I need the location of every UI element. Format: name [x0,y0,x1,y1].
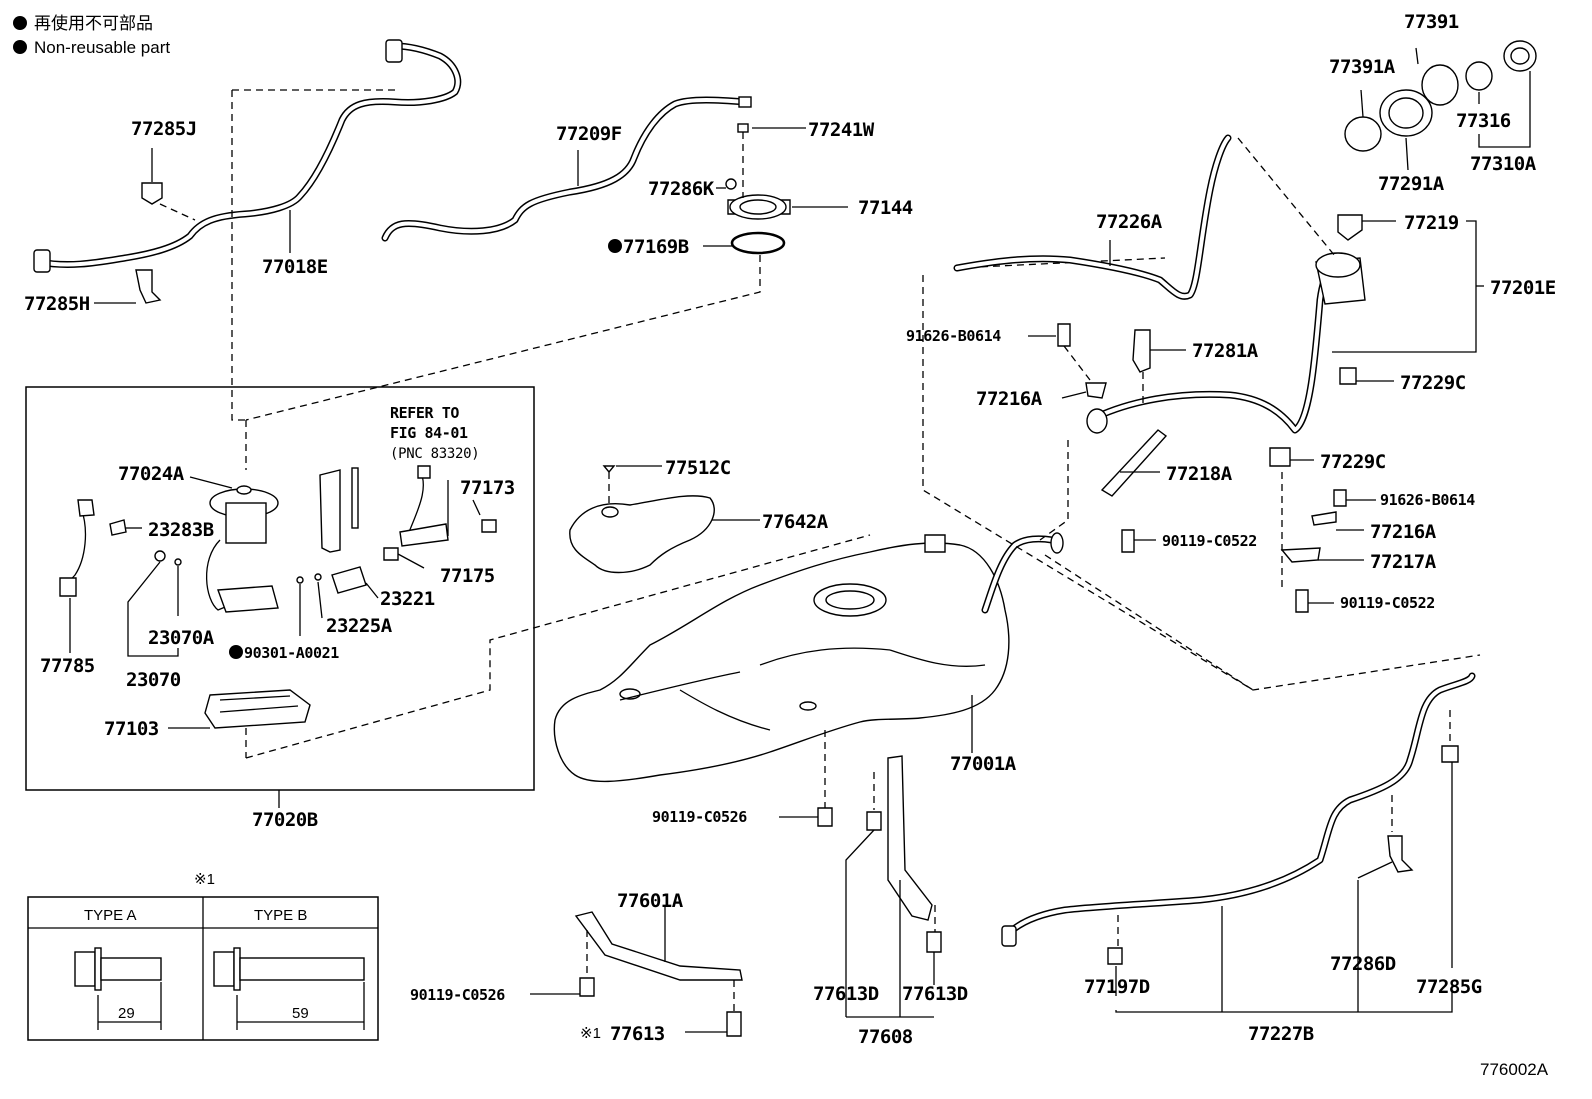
label-77285g: 77285G [1416,976,1482,998]
label-77229c-b: 77229C [1320,451,1386,473]
part-labels: 77391 77391A 77316 77310A 77291A 77285J … [24,11,1556,1079]
label-90301-a0021: 90301-A0021 [244,644,339,662]
label-23225a: 23225A [326,615,393,637]
table-header-type-a: TYPE A [84,907,137,924]
label-77020b: 77020B [252,809,318,831]
label-77024a: 77024A [118,463,185,485]
filler-pipe-assembly-drawing [953,134,1366,613]
non-reusable-bullet-icon [13,40,27,54]
dashed-guides-77144 [245,132,761,421]
label-77241w: 77241W [808,119,875,141]
dashed-guides-filler [1039,137,1336,590]
type-b-bolt-icon [213,947,365,1030]
protector-77642a-drawing [569,465,715,574]
dashed-guides-tank [922,257,1481,691]
non-reusable-bullet-icon [13,16,27,30]
label-77316: 77316 [1456,110,1511,132]
pump-module-assembly-box [25,386,535,791]
label-77613d-b: 77613D [902,983,968,1005]
straps-and-bolts-drawing [574,730,942,1037]
label-77601a: 77601A [617,890,684,912]
fuel-cap-group-drawing [1344,40,1537,152]
bolt-type-table: ※1 TYPE A TYPE B 29 59 [27,871,379,1041]
label-90119-c0526-a: 90119-C0526 [652,808,747,826]
label-77286d: 77286D [1330,953,1396,975]
label-90119-c0522-b: 90119-C0522 [1340,594,1435,612]
label-77608: 77608 [858,1026,913,1048]
label-77642a: 77642A [762,511,829,533]
fuel-hose-77018e-drawing [33,39,462,304]
label-77216a-b: 77216A [1370,521,1437,543]
label-77286k: 77286K [648,178,715,200]
legend: 再使用不可部品 Non-reusable part [13,13,170,57]
label-23070: 23070 [126,669,181,691]
pump-module-components [59,465,497,729]
label-77173: 77173 [460,477,515,499]
label-77216a-a: 77216A [976,388,1043,410]
dashed-guides-77227b [1117,710,1451,946]
label-77391a: 77391A [1329,56,1396,78]
label-77512c: 77512C [665,457,731,479]
label-91626-b0614-top: 91626-B0614 [906,327,1001,345]
label-77219: 77219 [1404,212,1459,234]
label-77103: 77103 [104,718,159,740]
label-77018e: 77018E [262,256,328,278]
label-77001a: 77001A [950,753,1017,775]
label-77785: 77785 [40,655,95,677]
legend-jp: 再使用不可部品 [34,13,153,33]
label-77226a: 77226A [1096,211,1163,233]
label-77310a: 77310A [1470,153,1537,175]
refer-note-line2: FIG 84-01 [390,424,468,442]
label-90119-c0522-a: 90119-C0522 [1162,532,1257,550]
figure-code: 776002A [1480,1060,1549,1079]
label-23221: 23221 [380,588,435,610]
label-77285j: 77285J [131,118,197,140]
table-header-type-b: TYPE B [254,907,307,924]
label-77218a: 77218A [1166,463,1233,485]
label-77201e: 77201E [1490,277,1556,299]
legend-en: Non-reusable part [34,38,170,57]
non-reusable-bullet-icon [608,239,622,253]
dashed-guides-top-left [159,89,395,421]
label-91626-b0614-bottom: 91626-B0614 [1380,491,1475,509]
refer-note-line1: REFER TO [390,404,459,422]
label-77144: 77144 [858,197,913,219]
label-77291a: 77291A [1378,173,1445,195]
fuel-tube-77209f-drawing [381,96,791,255]
type-b-length: 59 [292,1005,309,1022]
label-77217a: 77217A [1370,551,1437,573]
type-a-bolt-icon [74,947,162,1030]
type-a-length: 29 [118,1005,135,1022]
label-77285h: 77285H [24,293,90,315]
label-77229c-a: 77229C [1400,372,1466,394]
fuel-tank-77001a-drawing [553,532,1064,783]
label-77391: 77391 [1404,11,1459,33]
label-77281a: 77281A [1192,340,1259,362]
label-23283b: 23283B [148,519,214,541]
dashed-guides-box [245,420,871,759]
label-23070a: 23070A [148,627,215,649]
leader-lines [69,47,1531,1033]
tube-77227b-drawing [1001,672,1476,965]
label-77613: 77613 [610,1023,665,1045]
label-90119-c0526-b: 90119-C0526 [410,986,505,1004]
label-77197d: 77197D [1084,976,1150,998]
label-77613-mark: ※1 [580,1025,601,1042]
non-reusable-bullet-icon [229,645,243,659]
label-77613d-a: 77613D [813,983,879,1005]
label-77227b: 77227B [1248,1023,1314,1045]
table-note-mark: ※1 [194,871,215,888]
refer-note-line3: (PNC 83320) [390,446,479,462]
label-77169b: 77169B [623,236,689,258]
label-77175: 77175 [440,565,495,587]
label-77209f: 77209F [556,123,622,145]
